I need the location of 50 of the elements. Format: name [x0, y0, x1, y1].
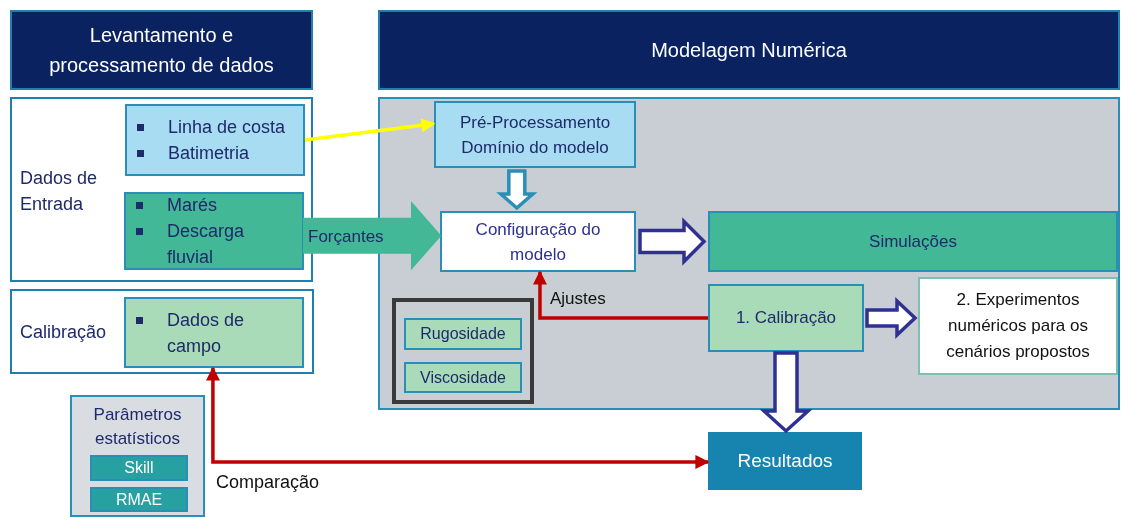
header-panel — [378, 10, 1120, 90]
box-label: Viscosidade — [420, 367, 506, 388]
panel-label: Dados de Entrada — [20, 168, 98, 214]
edge-label: Ajustes — [550, 288, 606, 310]
parameter-box — [404, 362, 522, 393]
metric-box — [90, 487, 188, 512]
box-label: Resultados — [737, 448, 833, 473]
arrow — [304, 118, 436, 142]
list-item: Batimetria — [168, 142, 250, 165]
block-arrow — [638, 217, 707, 266]
list-item: Dados de campo — [167, 308, 246, 358]
box-label: Pré-Processamento — [459, 111, 611, 134]
header-panel — [10, 10, 313, 90]
parameter-box — [404, 318, 522, 350]
block-arrow — [496, 169, 538, 211]
edge-label: Forçantes — [308, 226, 384, 248]
block-arrow — [303, 201, 442, 271]
box-label: Skill — [124, 458, 154, 478]
arrow — [205, 366, 710, 469]
process-box — [440, 211, 636, 272]
process-box — [708, 284, 864, 352]
box-label: Simulações — [869, 230, 957, 253]
box-label: Rugosidade — [420, 324, 506, 344]
box-label: 2. Experimentos numéricos para os cenários propostos — [945, 289, 1091, 363]
process-box — [434, 101, 636, 168]
list-item: Marés — [167, 194, 218, 217]
result-box — [708, 432, 862, 490]
parameter-group-frame — [392, 298, 534, 404]
process-box — [708, 211, 1118, 272]
data-box — [124, 297, 304, 368]
list-item: Linha de costa — [168, 116, 286, 139]
header-text: Modelagem Numérica — [651, 38, 847, 63]
block-arrow — [759, 351, 813, 434]
header-text: Levantamento e processamento de dados — [48, 23, 275, 78]
data-box — [125, 104, 305, 176]
box-label: RMAE — [115, 489, 163, 510]
metric-box — [90, 455, 188, 481]
metrics-panel — [70, 395, 205, 517]
box-label: Domínio do modelo — [461, 136, 609, 159]
group-panel — [10, 289, 314, 374]
box-label: 1. Calibração — [735, 307, 837, 330]
edge-label: Comparação — [216, 471, 320, 494]
data-box — [124, 192, 304, 270]
list-item: Descarga fluvial — [167, 220, 246, 269]
panel-label: Parâmetros estatísticos — [92, 404, 183, 450]
block-arrow — [865, 296, 918, 340]
box-label: Configuração do modelo — [474, 218, 602, 266]
arrow — [532, 270, 708, 320]
panel-label: Calibração — [20, 322, 107, 342]
process-box — [918, 277, 1118, 375]
